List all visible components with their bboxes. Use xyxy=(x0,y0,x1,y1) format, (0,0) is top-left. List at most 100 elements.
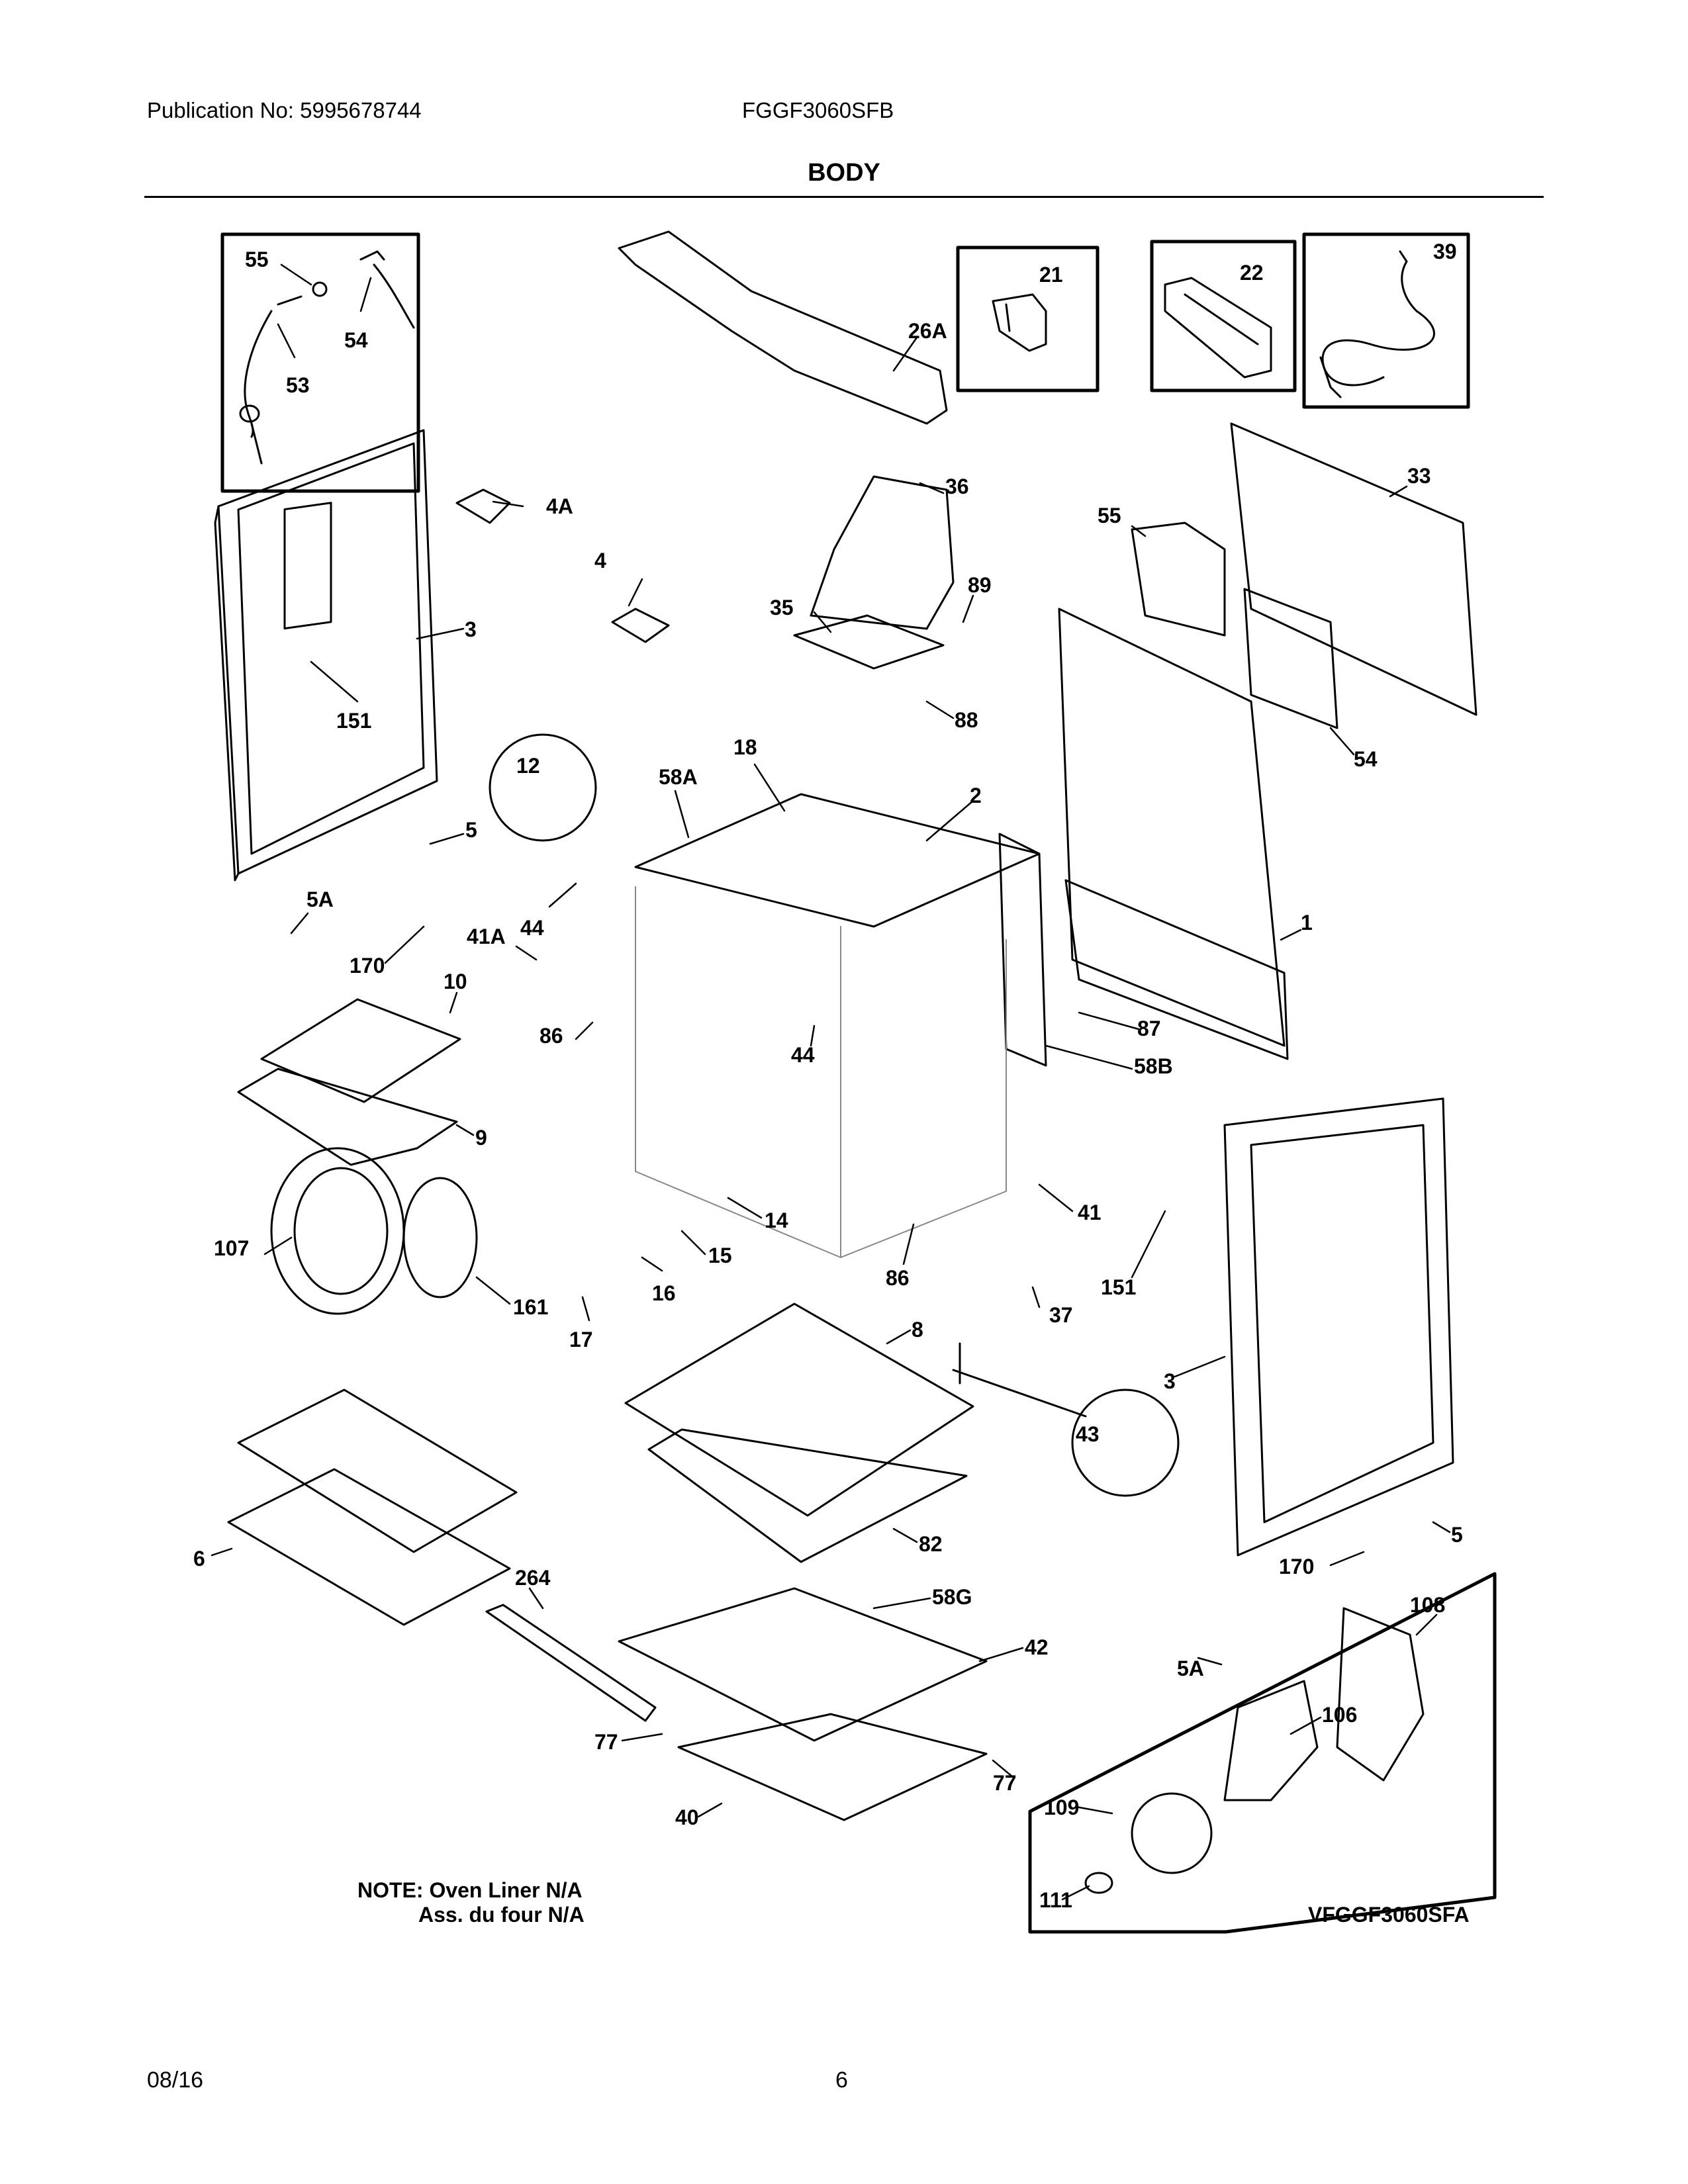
bracket-4 xyxy=(611,608,670,643)
callout-label: 5 xyxy=(465,818,477,842)
callout-label: 88 xyxy=(955,708,978,732)
oven-cavity-outline xyxy=(635,886,1007,1258)
callout-label: 37 xyxy=(1049,1303,1073,1327)
page-number: 6 xyxy=(835,2068,848,2093)
fan-cover-9 xyxy=(237,1068,458,1166)
inset-box-fan-motor xyxy=(1028,1572,1497,1934)
callout-label: 4 xyxy=(594,549,606,572)
callout-label: 6 xyxy=(193,1547,205,1570)
oven-bottom-8 xyxy=(624,1302,974,1517)
rear-cover-33 xyxy=(1230,422,1477,716)
page-title: BODY xyxy=(808,159,880,187)
thermocouple-parts xyxy=(239,250,415,465)
callout-label: 170 xyxy=(1279,1555,1314,1578)
callout-label: 5A xyxy=(1177,1657,1204,1680)
callout-label: 82 xyxy=(919,1532,943,1556)
rear-panel-1-lower xyxy=(1064,879,1289,1060)
callout-label: 58A xyxy=(659,765,698,789)
callout-label: 170 xyxy=(350,954,385,978)
callout-label: 58G xyxy=(932,1585,972,1609)
model-number: FGGF3060SFB xyxy=(742,98,894,122)
callout-label: 87 xyxy=(1137,1017,1161,1040)
footer-date: 08/16 xyxy=(147,2068,204,2093)
callout-label: 26A xyxy=(908,319,947,343)
inset-box-39 xyxy=(1302,232,1470,409)
cover-36 xyxy=(810,475,955,630)
callout-label: 58B xyxy=(1134,1054,1173,1078)
part-39-power-cord xyxy=(1319,250,1435,398)
oven-top-58a xyxy=(634,793,1041,928)
leader-lines xyxy=(211,263,1451,1901)
panel-55-right xyxy=(1131,522,1226,637)
callout-label: 54 xyxy=(1354,747,1378,771)
callout-label: 41 xyxy=(1078,1201,1102,1224)
diagram-code: VFGGF3060SFA xyxy=(1308,1903,1470,1927)
callout-label: 39 xyxy=(1433,240,1457,263)
callout-label: 44 xyxy=(520,916,544,940)
callout-label: 10 xyxy=(444,970,467,993)
callout-label: 18 xyxy=(733,735,757,759)
rail-264 xyxy=(485,1604,657,1722)
callout-label: 15 xyxy=(708,1244,732,1267)
callout-label: 89 xyxy=(968,573,992,597)
callout-label: 53 xyxy=(286,373,310,397)
title-divider xyxy=(144,196,1544,198)
bracket-4a xyxy=(455,488,511,524)
callout-label: 22 xyxy=(1240,261,1264,285)
oven-racks-6 xyxy=(227,1388,518,1626)
callout-label: 2 xyxy=(970,784,982,807)
callout-label: 16 xyxy=(652,1281,676,1305)
callout-label: 111 xyxy=(1039,1888,1072,1912)
callout-label: 42 xyxy=(1025,1635,1049,1659)
part-21-bracket xyxy=(992,293,1047,352)
callout-label: 55 xyxy=(1098,504,1121,527)
rear-bracket-26a xyxy=(618,230,948,425)
panel-54-right xyxy=(1243,588,1338,729)
part-22-bracket xyxy=(1164,277,1272,379)
callout-labels: 55 54 53 26A 21 22 39 4A 3 4 36 33 55 35… xyxy=(193,240,1463,1912)
callout-label: 35 xyxy=(770,596,794,619)
callout-label: 12 xyxy=(516,754,540,778)
callout-label: 43 xyxy=(1076,1422,1100,1446)
callout-label: 161 xyxy=(513,1295,548,1319)
callout-label: 9 xyxy=(475,1126,487,1150)
callout-label: 86 xyxy=(886,1266,910,1290)
inset-box-21 xyxy=(956,246,1100,392)
rear-panel-1 xyxy=(1058,608,1286,1047)
fan-grill-107 xyxy=(270,1147,405,1315)
callout-label: 109 xyxy=(1044,1796,1079,1819)
callout-label: 8 xyxy=(912,1318,923,1342)
plate-35 xyxy=(793,614,945,670)
callout-label: 107 xyxy=(214,1236,249,1260)
drawer-base-40 xyxy=(677,1713,988,1821)
callout-label: 151 xyxy=(336,709,371,733)
inset-circle-43 xyxy=(1071,1388,1180,1497)
callout-label: 36 xyxy=(945,475,969,498)
broiler-cover-10 xyxy=(260,998,461,1103)
callout-label: 40 xyxy=(675,1805,699,1829)
callout-label: 77 xyxy=(594,1730,618,1754)
shield-82 xyxy=(647,1428,968,1563)
callout-label: 5 xyxy=(1451,1523,1463,1547)
side-panel-right xyxy=(1223,1097,1454,1557)
callout-label: 44 xyxy=(791,1043,815,1067)
note-line-2: Ass. du four N/A xyxy=(418,1903,585,1927)
oven-side-58b xyxy=(998,833,1047,1067)
side-panel-left xyxy=(214,429,438,882)
inset-box-thermocouple xyxy=(220,232,420,493)
callout-label: 17 xyxy=(569,1328,593,1351)
callout-label: 14 xyxy=(765,1208,788,1232)
element-161 xyxy=(402,1177,478,1298)
callout-label: 4A xyxy=(546,494,573,518)
drawer-frame-42 xyxy=(618,1587,988,1742)
inset-circle-12 xyxy=(489,733,597,842)
callout-label: 21 xyxy=(1039,263,1063,287)
callout-label: 41A xyxy=(467,925,506,948)
callout-label: 264 xyxy=(515,1566,551,1590)
fan-motor-parts xyxy=(1084,1607,1425,1894)
callout-label: 1 xyxy=(1301,911,1313,934)
callout-label: 3 xyxy=(1164,1369,1176,1393)
callout-label: 33 xyxy=(1407,464,1431,488)
callout-label: 5A xyxy=(306,887,334,911)
